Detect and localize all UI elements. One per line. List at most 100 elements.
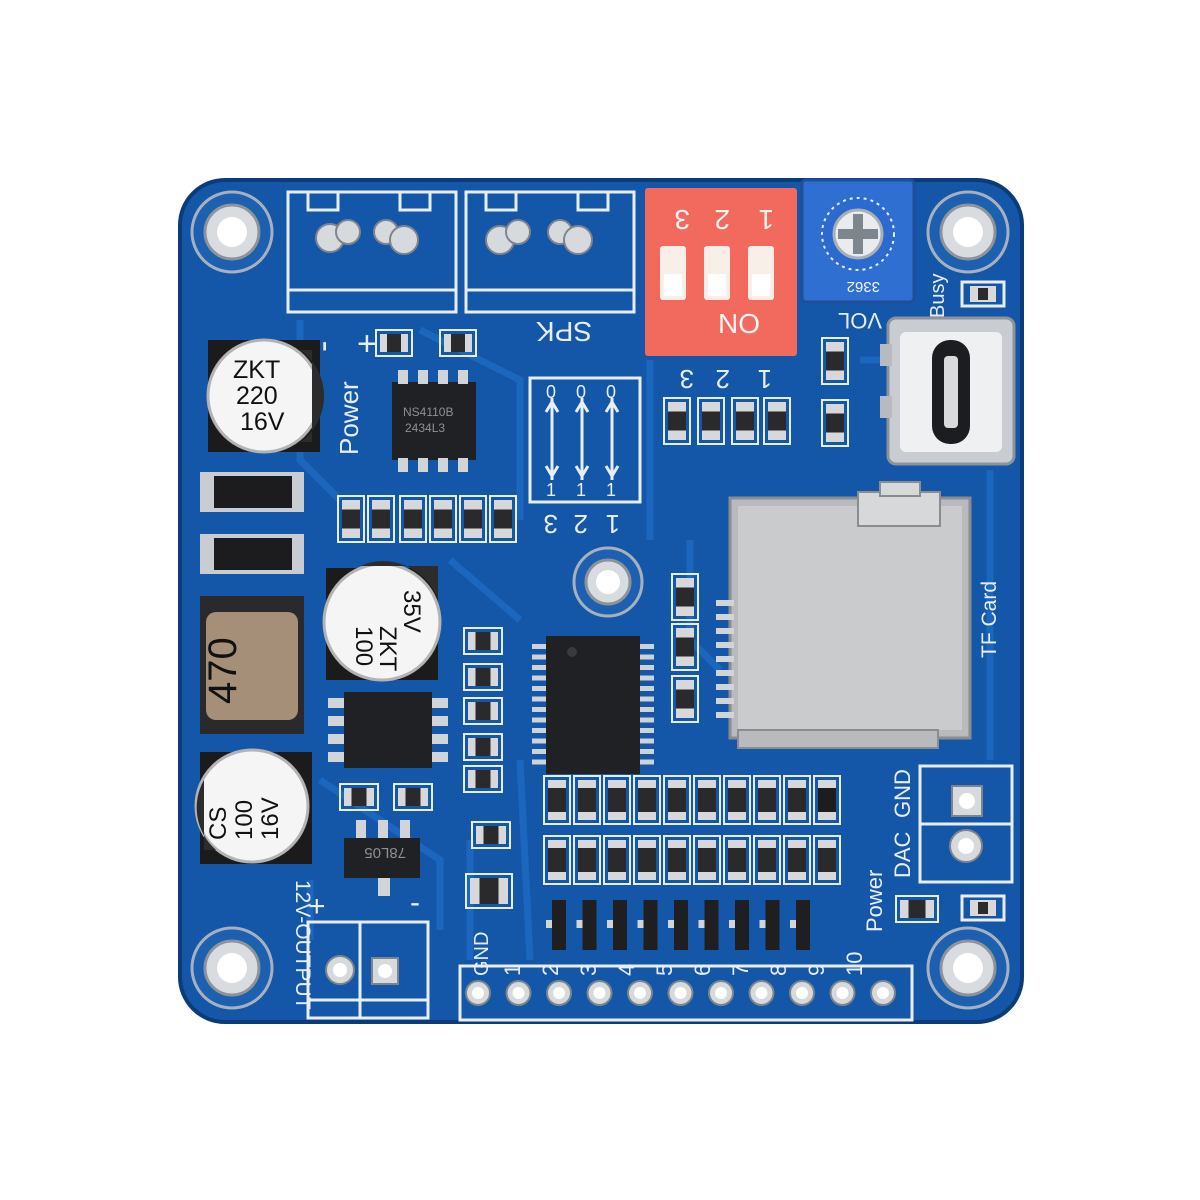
amp-chip [392, 370, 476, 472]
ic-pin-left [532, 644, 546, 649]
smd-outline [543, 835, 571, 885]
power-minus-label: - [304, 341, 342, 352]
cap-mid-value: 100 [350, 626, 377, 666]
pin-header-pads[interactable] [465, 980, 896, 1006]
busy-led [960, 280, 1006, 308]
cap-bot-brand: CS [205, 807, 232, 840]
smd-misc-outline [671, 623, 699, 671]
header-pad-hole [634, 987, 646, 999]
smd-body [818, 848, 836, 872]
smd-outline [693, 775, 721, 825]
smd-misc-components [337, 329, 939, 923]
smd-misc-outline [463, 697, 503, 725]
tf-pin [716, 698, 734, 704]
mounting-hole-bottom-right [926, 926, 1010, 1010]
smd-misc-body [768, 411, 786, 431]
volume-potentiometer[interactable] [800, 178, 916, 304]
smd-diode-lead [698, 920, 705, 928]
smd-misc-outline [671, 675, 699, 723]
mounting-hole-bottom-left [190, 926, 274, 1010]
tf-pin [716, 670, 734, 676]
header-pad-hole [472, 987, 484, 999]
output-plus-label: + [308, 890, 326, 923]
smd-body [818, 788, 836, 812]
regulator-chip [328, 692, 448, 768]
smd-misc-body [479, 878, 499, 904]
smd-misc-outline [697, 397, 725, 445]
dip-number-1: 1 [758, 204, 774, 235]
smd-diode [552, 900, 566, 950]
ic-pin-left [532, 759, 546, 765]
header-pad-hole [553, 987, 565, 999]
smd-diode [796, 900, 810, 950]
power-right-label: Power [862, 870, 887, 932]
pin-number: 6 [690, 964, 715, 976]
ic-pin-left [532, 707, 546, 712]
header-pad-hole [796, 987, 808, 999]
switch-table-zero-b: 0 [576, 382, 586, 402]
dip-switch[interactable] [645, 188, 797, 356]
smd-body [758, 848, 776, 872]
output-label: 12V-OUTPUT [291, 880, 314, 1010]
smd-body [638, 788, 656, 812]
smd-diode-array [546, 900, 810, 950]
smd-body [578, 848, 596, 872]
cap-top-value: 220 [236, 382, 278, 410]
smd-body [608, 788, 626, 812]
mounting-hole-center [572, 546, 644, 618]
smd-diode [765, 900, 780, 950]
smd-misc-outline [671, 573, 699, 621]
output-terminal-pads [325, 955, 399, 985]
power-plus-label: + [357, 325, 377, 363]
ic-pin-right [640, 686, 654, 691]
smd-diode [582, 900, 597, 950]
smd-misc-body [736, 411, 754, 431]
gnd-pin-label: GND [471, 932, 493, 976]
smd-misc-body [405, 788, 421, 806]
switch-table-one-c: 1 [606, 480, 616, 500]
smd-diode [704, 900, 719, 950]
gnd-right-label: GND [890, 769, 915, 818]
header-pad-hole [674, 987, 687, 999]
header-pad-hole [512, 987, 525, 999]
smd-body [668, 788, 686, 812]
pcb-board-edge [178, 178, 1024, 1024]
cap-top-brand: ZKT [233, 356, 280, 384]
tf-card-slot[interactable] [716, 481, 972, 749]
smd-body [638, 848, 656, 872]
pin-number: 2 [538, 964, 563, 976]
switch-table [528, 376, 642, 504]
usb-c-port[interactable] [880, 316, 1016, 466]
vol-label: VOL [838, 308, 882, 333]
busy-label: Busy [927, 274, 949, 318]
smd-body [788, 848, 806, 872]
capacitor-220uf [206, 338, 325, 454]
smd-diode-lead [546, 920, 552, 928]
smd-outline [693, 835, 721, 885]
smd-diode [674, 900, 688, 950]
pin-number: 1 [500, 964, 525, 976]
smd-misc-outline [439, 329, 477, 357]
smd-outline [573, 835, 601, 885]
smd-diode-lead [637, 920, 644, 928]
smd-outline [753, 775, 781, 825]
smd-body [728, 848, 746, 872]
speaker-terminal-outline [464, 190, 636, 314]
smd-misc-body [342, 509, 360, 529]
ic-pin-right [640, 759, 654, 765]
capacitor-100uf-35v [322, 561, 442, 682]
smd-misc-outline [821, 337, 849, 385]
smd-misc-outline [489, 495, 517, 543]
smd-body [788, 788, 806, 812]
power-led [960, 894, 1006, 922]
smd-outline [603, 775, 631, 825]
smd-misc-body [464, 509, 482, 529]
smd-misc-body [451, 334, 465, 352]
ic-pin-right [640, 749, 654, 754]
smd-diode-lead [668, 920, 674, 928]
smd-diode-lead [790, 920, 796, 928]
pin-number: 8 [766, 964, 791, 976]
voltage-regulator-78l05 [344, 820, 420, 896]
switch-table-one-a: 1 [546, 480, 556, 500]
